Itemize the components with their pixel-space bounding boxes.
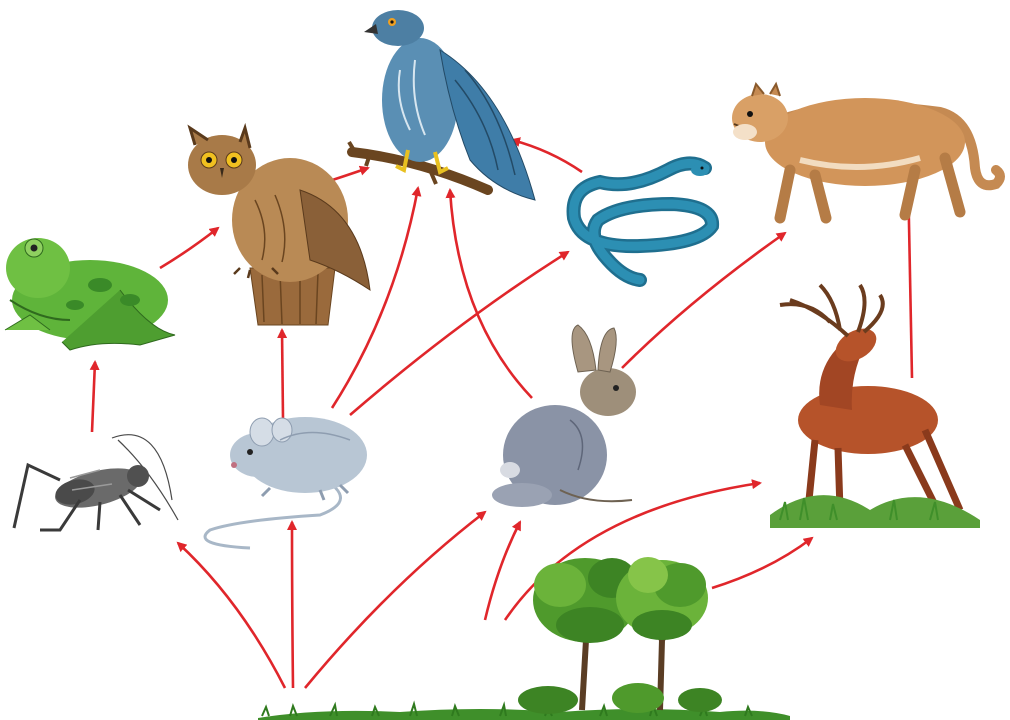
arrow-cricket-to-frog (92, 362, 95, 432)
arrow-rabbit-to-cougar (622, 233, 785, 368)
cricket-icon (14, 435, 178, 530)
arrow-mouse-to-owl (282, 330, 283, 418)
rabbit-icon (492, 325, 636, 507)
arrow-trees-right-to-deer (712, 538, 812, 588)
trees-icon (518, 557, 722, 714)
arrow-grass-to-mouse (292, 522, 293, 688)
snake-icon (574, 163, 713, 280)
arrow-mouse-to-snake (350, 252, 568, 415)
cougar-icon (732, 84, 1000, 218)
arrow-frog-to-owl (160, 228, 218, 268)
deer-icon (770, 285, 980, 528)
frog-icon (5, 238, 175, 350)
arrow-grass-to-cricket (178, 543, 285, 688)
mouse-icon (205, 417, 367, 548)
food-web-arrows (92, 140, 912, 688)
arrow-rabbit-to-hawk (450, 190, 532, 398)
arrow-grass-to-rabbit (305, 512, 485, 688)
owl-icon (188, 128, 370, 325)
hawk-icon (349, 10, 535, 200)
